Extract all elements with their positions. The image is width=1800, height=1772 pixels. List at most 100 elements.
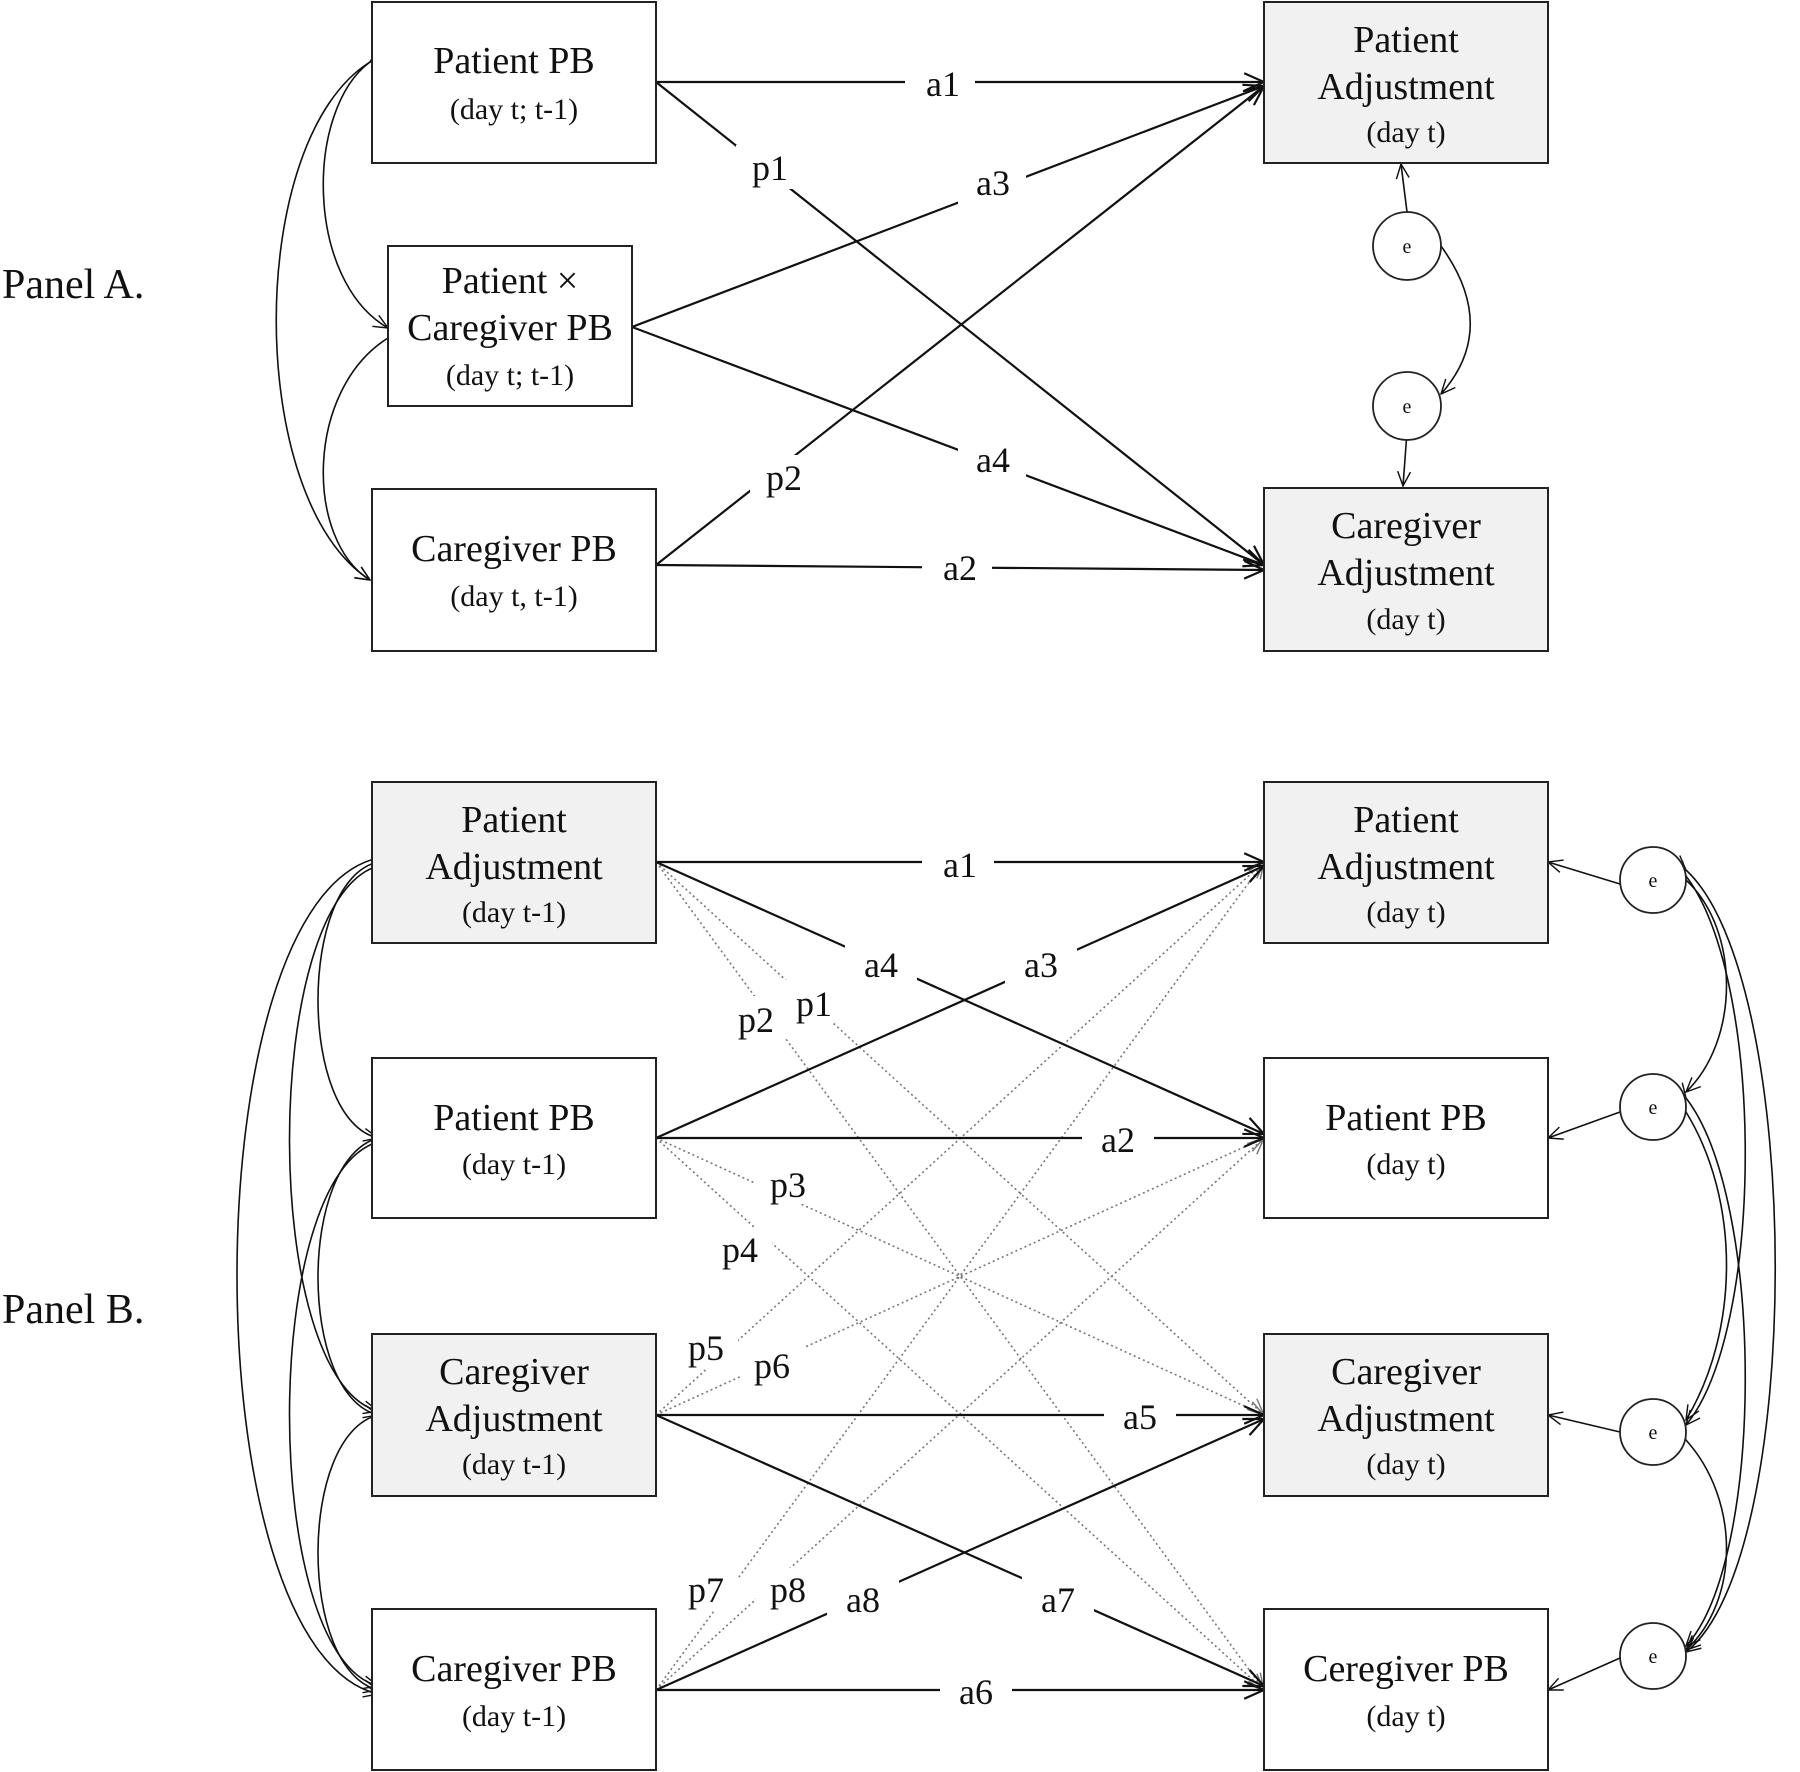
box-b-right-patient-pb: Patient PB (day t) (1263, 1057, 1549, 1219)
error-arrow-b-1 (1548, 862, 1621, 885)
label-b-p5: p5 (688, 1328, 724, 1368)
box-b-lpp-time: (day t-1) (462, 1148, 566, 1181)
label-p1: p1 (752, 148, 788, 188)
label-b-p6: p6 (754, 1346, 790, 1386)
covariance-patient-interaction (322, 62, 388, 328)
label-b-a4: a4 (864, 945, 898, 985)
label-b-p8: p8 (770, 1570, 806, 1610)
box-b-rca-time: (day t) (1366, 1448, 1445, 1481)
box-a-caregiver-pb-title: Caregiver PB (411, 528, 617, 570)
svg-text:e: e (1403, 396, 1412, 418)
covariance-interaction-caregiver (322, 338, 388, 580)
error-b-caregiver-pb: e (1619, 1622, 1687, 1690)
box-b-left-caregiver-pb: Caregiver PB (day t-1) (371, 1608, 657, 1771)
box-b-rpp-title: Patient PB (1325, 1097, 1487, 1139)
box-b-rpa-time: (day t) (1366, 896, 1445, 929)
path-b-p7 (655, 862, 1264, 1691)
label-a4: a4 (976, 440, 1010, 480)
error-arrow-patient (1401, 164, 1407, 213)
box-a-caregiver-adj-line1: Caregiver (1331, 505, 1481, 547)
error-arrow-b-3 (1548, 1415, 1621, 1433)
svg-text:e: e (1649, 1646, 1658, 1668)
box-b-right-patient-adjustment: Patient Adjustment (day t) (1263, 781, 1549, 944)
panel-b-solid-paths (655, 860, 1264, 1690)
panel-a-label: Panel A. (2, 262, 144, 308)
label-b-p3: p3 (770, 1165, 806, 1205)
error-b-patient-pb: e (1619, 1073, 1687, 1141)
label-b-a2: a2 (1101, 1120, 1135, 1160)
cov-e-2-4 (1686, 1098, 1746, 1646)
label-b-a3: a3 (1024, 945, 1058, 985)
label-b-a1: a1 (943, 845, 977, 885)
panel-b-path-labels: a1 a2 a3 a4 a5 a6 a7 a8 p1 p2 p3 p4 p5 (674, 840, 1176, 1712)
box-b-rcp-title: Ceregiver PB (1303, 1648, 1509, 1690)
box-a-patient-pb: Patient PB (day t; t-1) (371, 1, 657, 164)
box-a-interaction-line1: Patient × (442, 260, 578, 302)
box-a-caregiver-adj-time: (day t) (1366, 603, 1445, 636)
box-a-patient-adj-time: (day t) (1366, 116, 1445, 149)
svg-text:e: e (1649, 870, 1658, 892)
label-b-a5: a5 (1123, 1397, 1157, 1437)
box-b-lca-line2: Adjustment (425, 1398, 603, 1440)
box-a-patient-adjustment: Patient Adjustment (day t) (1263, 1, 1549, 164)
box-b-right-caregiver-adjustment: Caregiver Adjustment (day t) (1263, 1333, 1549, 1497)
box-a-patient-adj-line1: Patient (1353, 19, 1459, 61)
box-b-left-caregiver-adjustment: Caregiver Adjustment (day t-1) (371, 1333, 657, 1497)
label-p2: p2 (766, 458, 802, 498)
label-a2: a2 (943, 548, 977, 588)
label-a3: a3 (976, 163, 1010, 203)
path-a3 (631, 86, 1264, 329)
label-b-p1: p1 (796, 984, 832, 1024)
box-b-lcp-time: (day t-1) (462, 1700, 566, 1733)
cov-b-1-2 (317, 862, 378, 1138)
box-b-rca-line2: Adjustment (1317, 1398, 1495, 1440)
error-a-patient: e (1372, 211, 1442, 281)
box-a-caregiver-pb-time: (day t, t-1) (450, 580, 577, 613)
error-covariance (1441, 246, 1472, 394)
box-a-caregiver-adj-line2: Adjustment (1317, 552, 1495, 594)
box-b-lpp-title: Patient PB (433, 1097, 595, 1139)
path-a4 (631, 325, 1264, 565)
box-b-lcp-title: Caregiver PB (411, 1648, 617, 1690)
cov-e-1-3 (1686, 876, 1746, 1425)
cov-b-2-3 (317, 1138, 378, 1415)
error-arrow-b-2 (1548, 1111, 1621, 1138)
box-b-rpp-time: (day t) (1366, 1148, 1445, 1181)
cov-b-1-4 (236, 858, 378, 1694)
panel-b: Panel B. (2, 781, 1777, 1771)
box-b-lpa-line1: Patient (461, 799, 567, 841)
box-b-lpa-line2: Adjustment (425, 846, 603, 888)
box-b-rpa-line2: Adjustment (1317, 846, 1495, 888)
cov-b-1-3 (288, 866, 379, 1411)
label-b-a7: a7 (1041, 1580, 1075, 1620)
covariance-patient-caregiver (275, 62, 370, 580)
error-b-caregiver-adjustment: e (1619, 1398, 1687, 1466)
box-a-interaction-line2: Caregiver PB (407, 307, 613, 349)
path-b-a7 (655, 1413, 1264, 1686)
cov-e-3-4 (1686, 1440, 1728, 1650)
label-b-p2: p2 (738, 1000, 774, 1040)
path-b-p2 (655, 861, 1264, 1690)
svg-text:e: e (1649, 1097, 1658, 1119)
path-b-a4 (655, 860, 1264, 1134)
error-a-caregiver: e (1372, 371, 1442, 441)
box-a-patient-pb-title: Patient PB (433, 40, 595, 82)
box-b-rca-line1: Caregiver (1331, 1351, 1481, 1393)
box-b-lca-time: (day t-1) (462, 1448, 566, 1481)
box-a-interaction: Patient × Caregiver PB (day t; t-1) (387, 245, 633, 407)
cov-e-1-2 (1686, 880, 1728, 1092)
label-a1: a1 (926, 64, 960, 104)
panel-a: Panel A. a1 a2 a3 a4 (2, 1, 1549, 652)
label-b-p4: p4 (722, 1230, 758, 1270)
box-a-caregiver-adjustment: Caregiver Adjustment (day t) (1263, 487, 1549, 652)
error-arrow-caregiver (1403, 431, 1407, 486)
path-b-a3 (655, 866, 1264, 1140)
svg-text:e: e (1649, 1422, 1658, 1444)
box-a-interaction-time: (day t; t-1) (446, 359, 574, 392)
box-b-left-patient-pb: Patient PB (day t-1) (371, 1057, 657, 1219)
label-b-p7: p7 (688, 1570, 724, 1610)
svg-text:e: e (1403, 236, 1412, 258)
box-b-right-caregiver-pb: Ceregiver PB (day t) (1263, 1608, 1549, 1771)
label-b-a6: a6 (959, 1672, 993, 1712)
panel-b-left-covariances (236, 858, 379, 1694)
